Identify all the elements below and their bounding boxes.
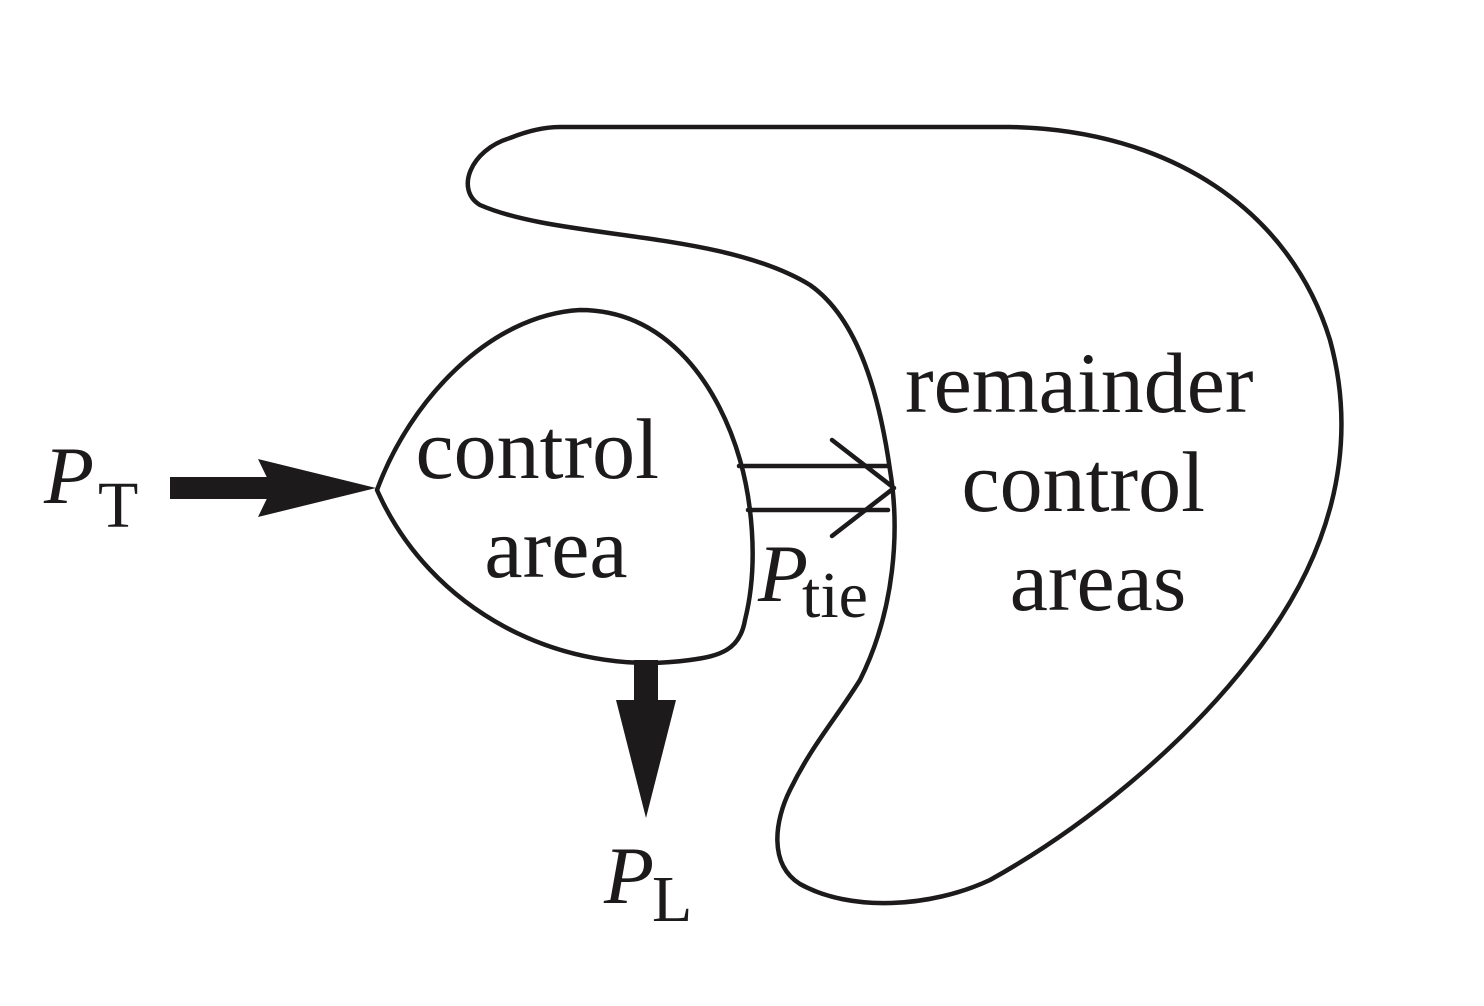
- load-power-arrow: [616, 660, 676, 818]
- turbine-power-symbol: P: [43, 430, 94, 521]
- load-power-subscript: L: [652, 863, 692, 936]
- remainder-area-label-line2: control: [961, 434, 1205, 530]
- tie-power-symbol: P: [757, 528, 808, 619]
- control-area-label: control area: [415, 401, 680, 596]
- control-area-outline: [374, 307, 755, 666]
- tie-power-label: P tie: [757, 528, 868, 632]
- tie-power-subscript: tie: [802, 559, 868, 632]
- tie-power-arrow: [736, 437, 897, 539]
- load-power-symbol: P: [603, 830, 654, 921]
- control-area-label-line2: area: [484, 500, 627, 596]
- turbine-power-arrow: [170, 459, 376, 517]
- remainder-area-outline: [465, 124, 1344, 906]
- load-power-label: P L: [603, 830, 692, 936]
- control-area-label-line1: control: [415, 401, 659, 497]
- remainder-area-label-line3: areas: [1010, 533, 1187, 629]
- turbine-power-label: P T: [43, 430, 138, 542]
- remainder-area-label: remainder control areas: [905, 335, 1275, 629]
- turbine-power-subscript: T: [98, 469, 138, 542]
- remainder-area-label-line1: remainder: [905, 335, 1254, 431]
